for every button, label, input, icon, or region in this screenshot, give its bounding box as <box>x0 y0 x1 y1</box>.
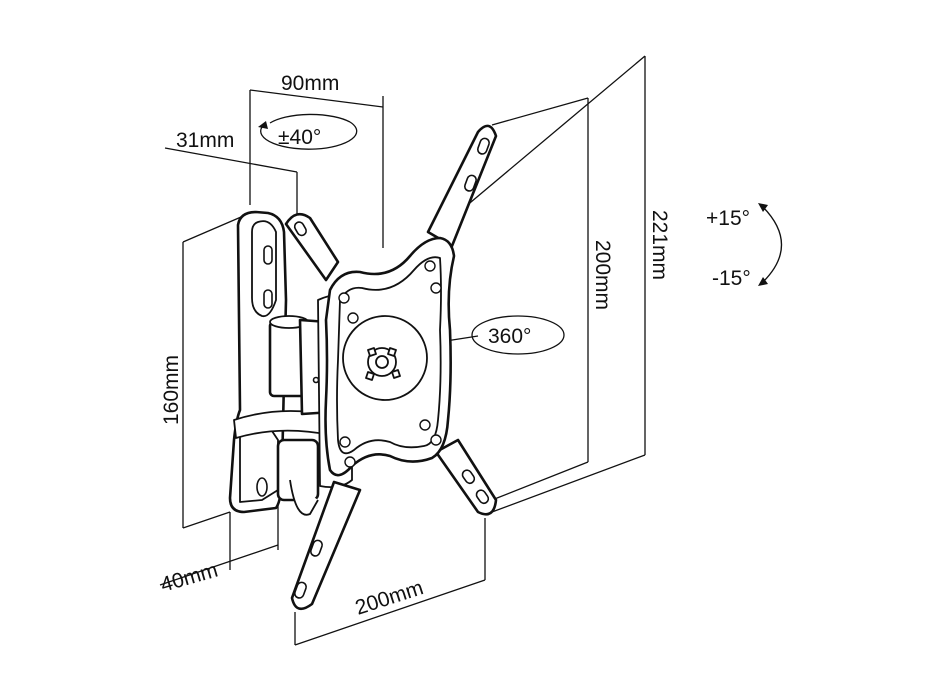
wall-plate <box>228 210 331 514</box>
swivel-angle-label: ±40° <box>278 126 321 149</box>
rotation-label: 360° <box>488 325 531 348</box>
arm-depth-label: 90mm <box>281 72 339 95</box>
plate-height-label: 160mm <box>160 355 183 425</box>
tilt-down-label: -15° <box>712 267 751 290</box>
diagonal-label: 221mm <box>648 210 671 280</box>
tilt-up-label: +15° <box>706 207 750 230</box>
dimension-lines <box>159 55 646 646</box>
bracket-screws <box>338 260 442 468</box>
vesa-bracket <box>284 124 498 611</box>
plate-width-label: 40mm <box>158 559 220 597</box>
swivel-indicator <box>258 113 358 150</box>
vesa-vertical-label: 200mm <box>591 240 614 310</box>
rotation-indicator <box>471 315 565 355</box>
wall-depth-label: 31mm <box>176 129 234 152</box>
tilt-indicator <box>758 203 783 286</box>
